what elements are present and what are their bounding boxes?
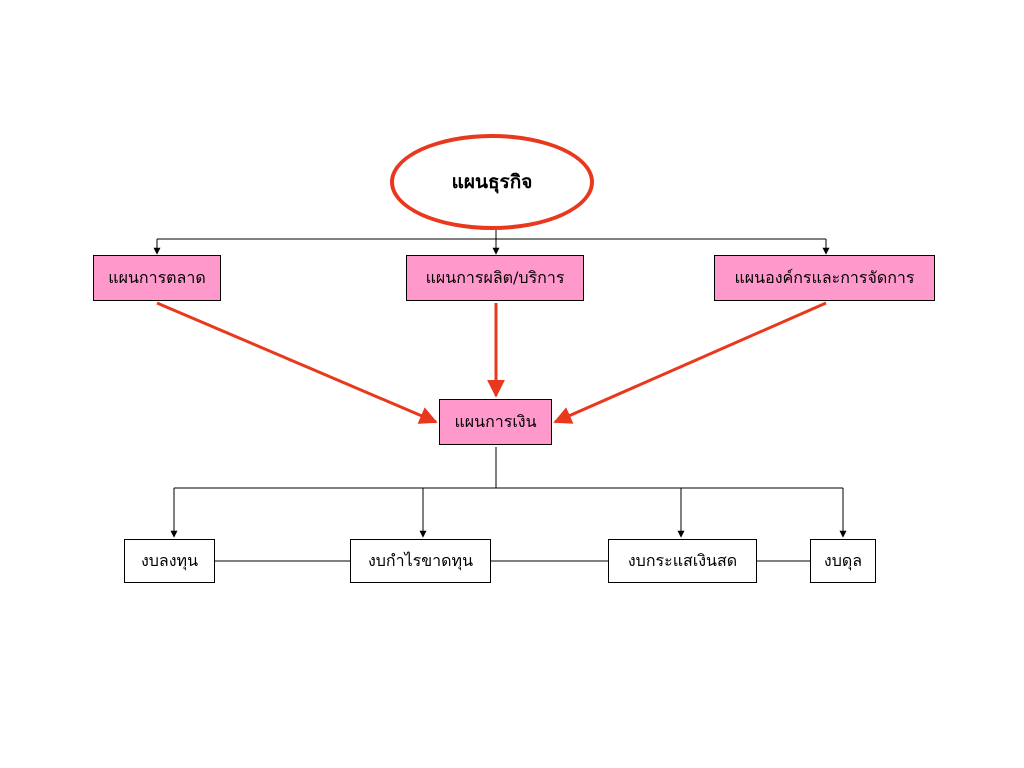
node-finance-plan: แผนการเงิน	[439, 399, 552, 445]
node-production-plan: แผนการผลิต/บริการ	[406, 255, 584, 301]
node-organization-plan: แผนองค์กรและการจัดการ	[714, 255, 935, 301]
edge-organization-to-finance	[553, 301, 827, 424]
node-cashflow-statement: งบกระแสเงินสด	[608, 539, 757, 583]
node-investment-budget: งบลงทุน	[124, 539, 215, 583]
node-business-plan: แผนธุรกิจ	[390, 134, 594, 230]
node-marketing-plan: แผนการตลาด	[93, 255, 221, 301]
node-profit-loss-statement: งบกำไรขาดทุน	[350, 539, 491, 583]
node-balance-sheet: งบดุล	[810, 539, 876, 583]
edge-marketing-to-finance	[156, 301, 438, 424]
